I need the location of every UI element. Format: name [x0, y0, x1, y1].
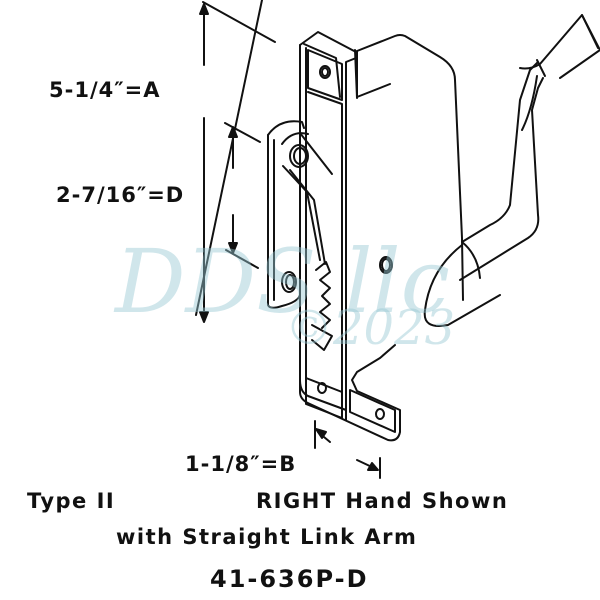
screw-hole [379, 256, 393, 274]
gear-teeth [311, 261, 333, 351]
dimension-d-label: 2-7/16″=D [56, 183, 185, 207]
mounting-foot [299, 344, 401, 442]
dimension-b-label: 1-1/8″=B [185, 452, 297, 476]
link-arm [267, 120, 333, 309]
dimension-d-lines [224, 122, 261, 269]
link-arm-label: with Straight Link Arm [116, 525, 418, 549]
dimension-a-label: 5-1/4″=A [49, 78, 161, 102]
type-label: Type II [27, 489, 116, 513]
part-number: 41-636P-D [210, 565, 369, 593]
dimension-a-lines [195, 0, 276, 323]
crank-handle [423, 14, 600, 327]
hand-label: RIGHT Hand Shown [256, 489, 509, 513]
watermark-brand: DDS llc [115, 230, 450, 333]
dimension-b-lines [314, 420, 381, 479]
watermark-year: ©2023 [285, 300, 456, 356]
